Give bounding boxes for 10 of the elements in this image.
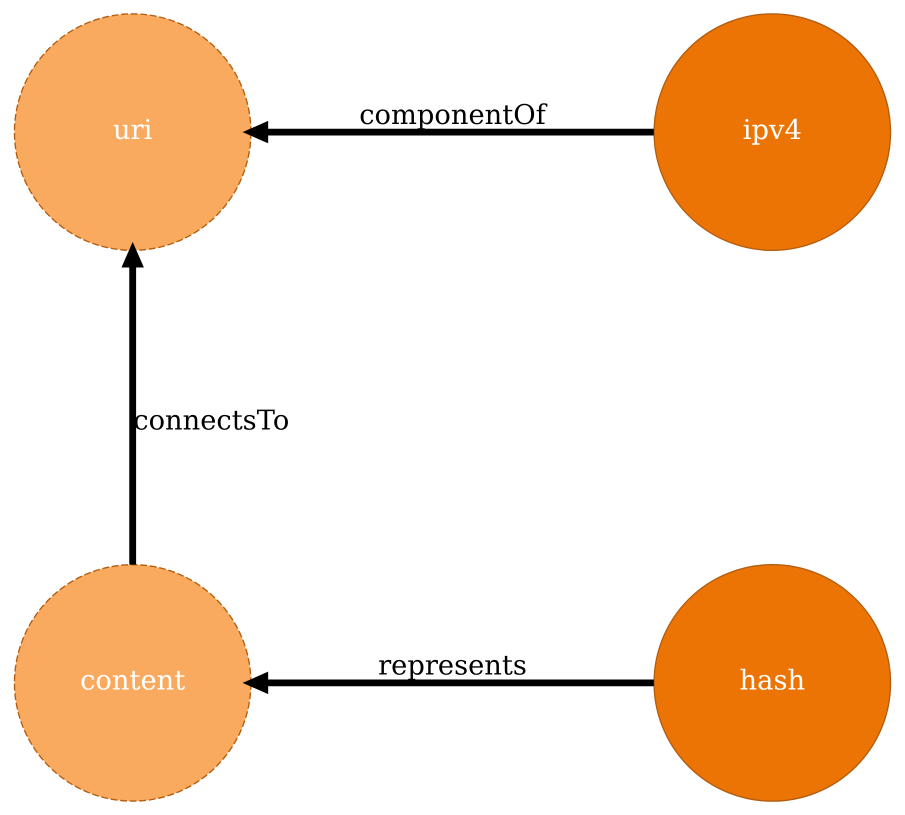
edge-label: represents [378,650,527,682]
node-circle: uri [14,13,252,251]
edge-label: connectsTo [133,405,290,436]
edge-label: componentOf [359,100,546,131]
node-circle: hash [653,564,892,802]
arrow [242,672,654,694]
arrow [242,120,654,144]
node-circle: ipv4 [653,13,892,251]
arrow [122,242,144,565]
node-circle: content [14,564,252,802]
